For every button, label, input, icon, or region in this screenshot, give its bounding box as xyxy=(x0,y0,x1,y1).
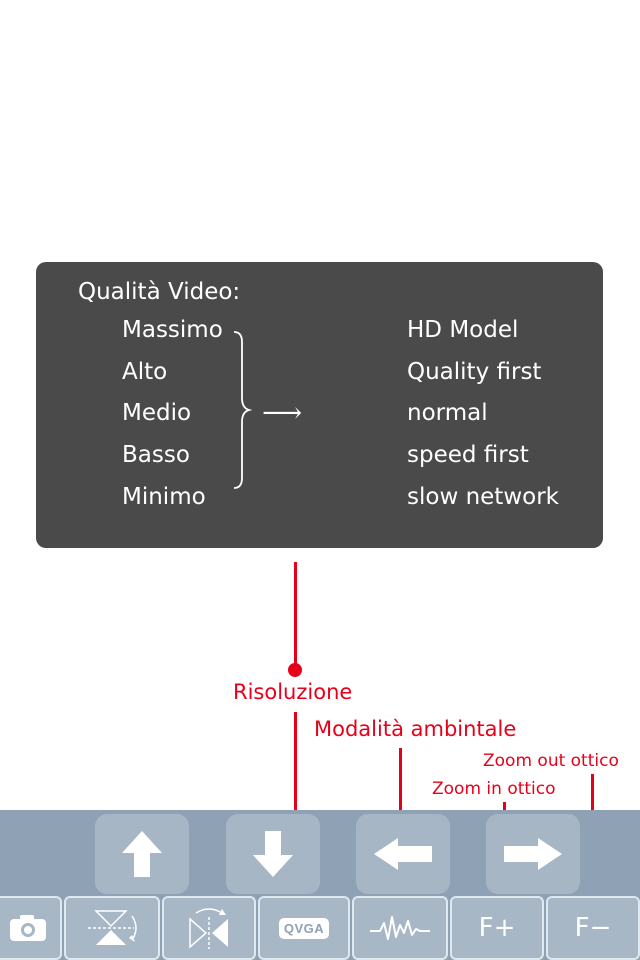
level-item: Basso xyxy=(122,442,190,468)
snapshot-button[interactable] xyxy=(0,896,62,960)
mirror-button[interactable] xyxy=(162,896,256,960)
focus-plus-label: F+ xyxy=(478,913,516,943)
pan-right-button[interactable] xyxy=(486,814,580,894)
resolution-label: QVGA xyxy=(278,917,330,939)
mode-item: speed first xyxy=(407,442,529,468)
resolution-callout-dot-top xyxy=(288,663,302,677)
resolution-callout-line xyxy=(294,712,297,882)
zoom-out-callout-label: Zoom out ottico xyxy=(483,751,619,771)
pan-up-button[interactable] xyxy=(95,814,189,894)
mode-item: normal xyxy=(407,400,488,426)
arrow-up-icon xyxy=(122,831,162,877)
waveform-icon xyxy=(370,916,430,940)
pan-left-button[interactable] xyxy=(356,814,450,894)
right-brace-icon xyxy=(233,331,252,489)
environment-mode-button[interactable] xyxy=(352,896,448,960)
level-item: Medio xyxy=(122,400,192,426)
resolution-button[interactable]: QVGA xyxy=(258,896,350,960)
mirror-icon xyxy=(189,908,228,949)
panel-title: Qualità Video: xyxy=(78,279,241,305)
level-item: Minimo xyxy=(122,484,206,510)
mode-item: Quality first xyxy=(407,359,542,385)
arrow-right-icon: ⟶ xyxy=(262,396,303,429)
arrow-left-icon xyxy=(374,838,432,870)
arrow-right-icon xyxy=(504,838,562,870)
ambient-mode-callout-label: Modalità ambintale xyxy=(314,717,517,741)
focus-plus-button[interactable]: F+ xyxy=(450,896,544,960)
mode-item: slow network xyxy=(407,484,559,510)
flip-vertical-button[interactable] xyxy=(64,896,160,960)
camera-icon xyxy=(10,915,46,941)
level-item: Massimo xyxy=(122,317,223,343)
flip-vertical-icon xyxy=(88,910,137,945)
focus-minus-button[interactable]: F− xyxy=(546,896,640,960)
resolution-callout-line-top xyxy=(294,562,297,670)
mode-item: HD Model xyxy=(407,317,519,343)
arrow-down-icon xyxy=(253,831,293,877)
video-quality-panel xyxy=(36,262,603,548)
resolution-callout-label: Risoluzione xyxy=(233,680,353,704)
pan-down-button[interactable] xyxy=(226,814,320,894)
level-item: Alto xyxy=(122,359,168,385)
focus-minus-label: F− xyxy=(574,913,612,943)
zoom-in-callout-label: Zoom in ottico xyxy=(432,779,556,799)
